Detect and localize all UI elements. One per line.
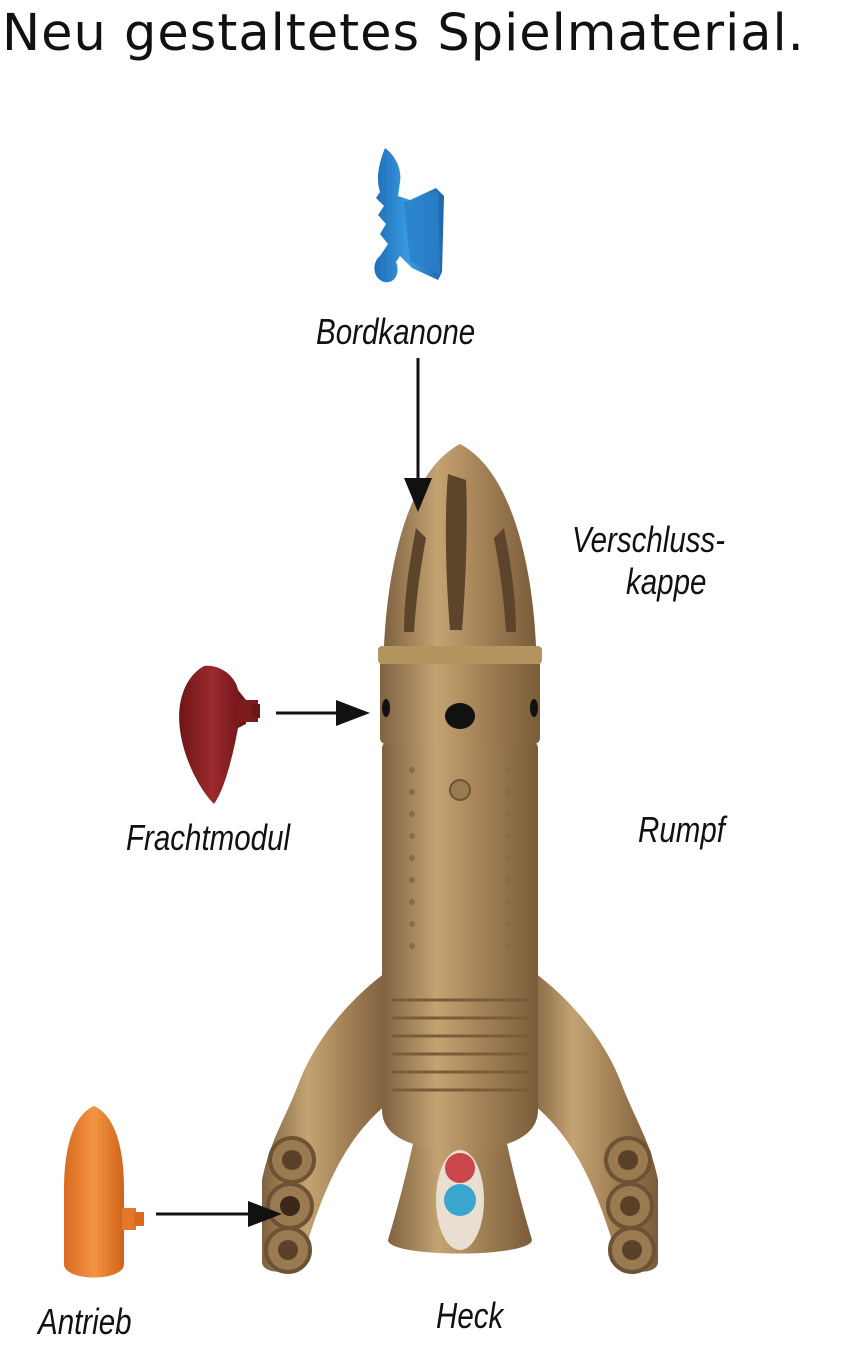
label-heck: Heck — [436, 1295, 504, 1336]
label-frachtmodul: Frachtmodul — [126, 817, 291, 858]
antrieb-piece — [64, 1106, 144, 1278]
label-verschlusskappe-line1: Verschluss- — [572, 519, 726, 560]
label-antrieb: Antrieb — [38, 1301, 132, 1342]
frachtmodul-piece — [179, 665, 260, 804]
page-title: Neu gestaltetes Spielmaterial. — [2, 4, 805, 63]
rocket — [262, 444, 658, 1274]
bordkanone-piece — [374, 148, 444, 283]
arrowhead-antrieb — [248, 1201, 282, 1227]
label-rumpf: Rumpf — [638, 809, 725, 850]
arrowhead-bordkanone — [404, 478, 432, 512]
label-bordkanone: Bordkanone — [316, 311, 476, 352]
label-verschlusskappe-line2: kappe — [626, 561, 707, 602]
arrowhead-frachtmodul — [336, 700, 370, 726]
